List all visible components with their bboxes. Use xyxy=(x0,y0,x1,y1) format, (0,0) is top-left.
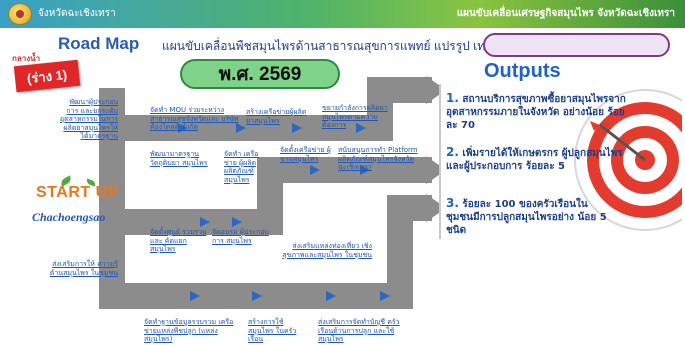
dartboard-icon xyxy=(574,89,682,231)
road-label: ส่งเสริมแหล่งท่องเที่ยว เชิงสุขภาพและสมุ… xyxy=(282,242,372,259)
startup-logo: START UP xyxy=(36,184,119,201)
output-item-3: 3. ร้อยละ 100 ของครัวเรือนใน ชุมชนมีการป… xyxy=(446,196,607,237)
road-label: จัดทำ เครือข่าย ผู้ผลิต ผลิตภัณฑ์ สมุนไพ… xyxy=(224,150,259,184)
output-item-1: 1. สถานบริการสุขภาพซื้อยาสมุนไพรจาก อุตส… xyxy=(446,91,626,132)
road-label: พัฒนามาตรฐาน วัตถุดิบยา สมุนไพร xyxy=(150,150,208,167)
road-label: จัดทำ MOU ร่วมระหว่าง สาธารณสุขจังหวัดแล… xyxy=(150,106,239,131)
place-name: Chachoengsao xyxy=(32,210,106,224)
road-label: จัดตั้งเครือข่าย ผู้ขายสมุนไพร xyxy=(280,146,331,163)
road-label: จัดตั้งศูนย์ รวบรวมและ คัดแยก สมุนไพร xyxy=(150,228,207,253)
page-subtitle: แผนขับเคลื่อนพืชสมุนไพรด้านสาธารณสุขการแ… xyxy=(162,39,529,53)
header-bar: จังหวัดฉะเชิงเทรา แผนขับเคลื่อนเศรษฐกิจส… xyxy=(0,0,685,28)
plan-title: แผนขับเคลื่อนเศรษฐกิจสมุนไพร จังหวัดฉะเช… xyxy=(456,8,675,19)
road-label: ส่งเสริมการให้ ความรู้ด้านสมุนไพร ในชุมช… xyxy=(49,260,118,277)
progress-arrows xyxy=(178,123,390,301)
road-label: จัดอบรม ผู้ประกอบการ สมุนไพร xyxy=(212,228,269,245)
road-label: สร้างเครือข่ายผู้ผลิต ยาสมุนไพร xyxy=(246,108,307,125)
province-seal-icon xyxy=(8,3,32,25)
stage-label: กลางน้ำ xyxy=(12,54,41,63)
outputs-title: Outputs xyxy=(484,60,561,82)
road-label: สร้างการใช้ สมุนไพร ในครัวเรือน xyxy=(248,318,297,343)
road-label: ขยายกำลังการผลิตยา สมุนไพรตามความ ต้องกา… xyxy=(322,104,388,129)
year-badge: พ.ศ. 2569 xyxy=(180,59,340,89)
output-item-2: 2. เพิ่มรายได้ให้เกษตรกร ผู้ปลูกสมุนไพรแ… xyxy=(446,145,623,173)
highlight-box xyxy=(483,33,670,57)
road-label: สนับสนุนการทำ Platform ผลิตภัณฑ์สมุนไพรจ… xyxy=(338,146,418,171)
page-title: Road Map xyxy=(58,34,140,53)
province-title: จังหวัดฉะเชิงเทรา xyxy=(38,8,116,19)
road-label: จัดทำฐานข้อมูลรวบรวม เครือข่ายแหล่งพืชปล… xyxy=(144,318,234,343)
road-label: พัฒนาผู้ประกอบการ และยกระดับ อุตสาหกรรมใ… xyxy=(59,98,118,140)
road-label: ส่งเสริมการจัดทำบัญชี ครัวเรือนด้านการปล… xyxy=(318,318,400,343)
